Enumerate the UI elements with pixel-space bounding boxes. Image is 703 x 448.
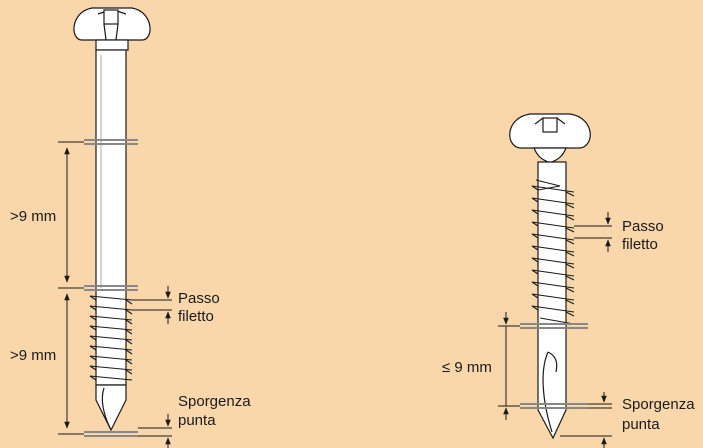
left-tip-label-1: Sporgenza: [178, 393, 251, 410]
left-screw-tip: [95, 384, 127, 432]
left-screw: [73, 7, 151, 437]
right-dim-label: ≤ 9 mm: [442, 359, 492, 376]
left-dimensions: [58, 141, 172, 448]
left-tip-label-2: punta: [178, 412, 216, 429]
left-thread-pitch-label-1: Passo: [178, 290, 220, 307]
left-thread-pitch-label-2: filetto: [178, 308, 214, 325]
left-dim-upper-label: >9 mm: [10, 208, 57, 225]
left-dim-lower-label: >9 mm: [10, 347, 57, 364]
right-tip-label-1: Sporgenza: [622, 396, 695, 413]
right-tip-label-2: punta: [622, 416, 660, 433]
right-screw-tip: [537, 327, 567, 440]
right-thread-pitch-label-2: filetto: [622, 236, 658, 253]
right-thread-pitch-label-1: Passo: [622, 218, 664, 235]
right-dimensions: [498, 212, 612, 448]
right-screw: [509, 113, 591, 440]
